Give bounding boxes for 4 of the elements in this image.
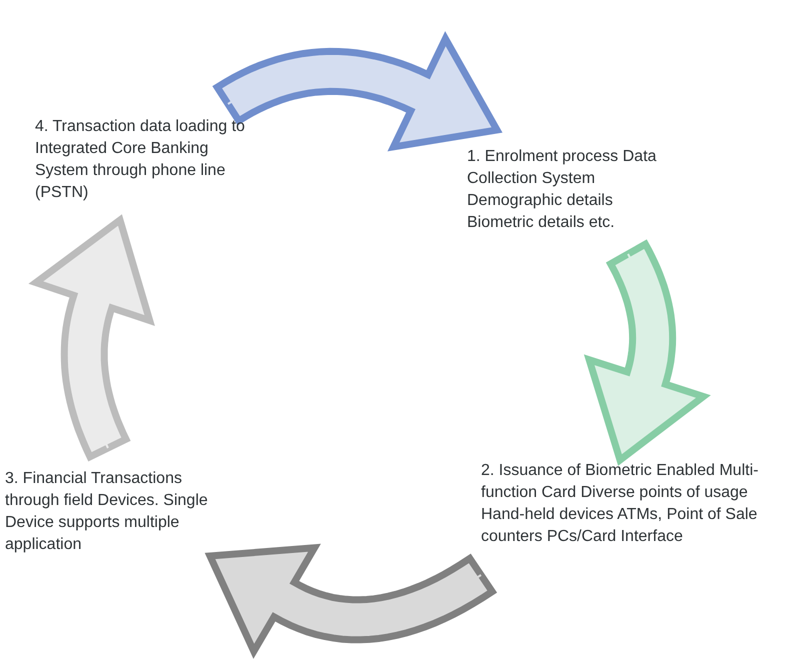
step-text: 1. Enrolment process Data Collection System Demographic details Biometric details etc. [467, 146, 677, 234]
step-text: 2. Issuance of Biometric Enabled Multi-function Card Diverse points of usage Hand-held devices ATMs, Point of Sale counters PCs/Card Interface [481, 460, 781, 548]
step-text: 3. Financial Transactions through field Devices. Single Device supports multiple application [5, 468, 210, 556]
step-text: 4. Transaction data loading to Integrated Core Banking System through phone line (PSTN) [35, 116, 245, 204]
